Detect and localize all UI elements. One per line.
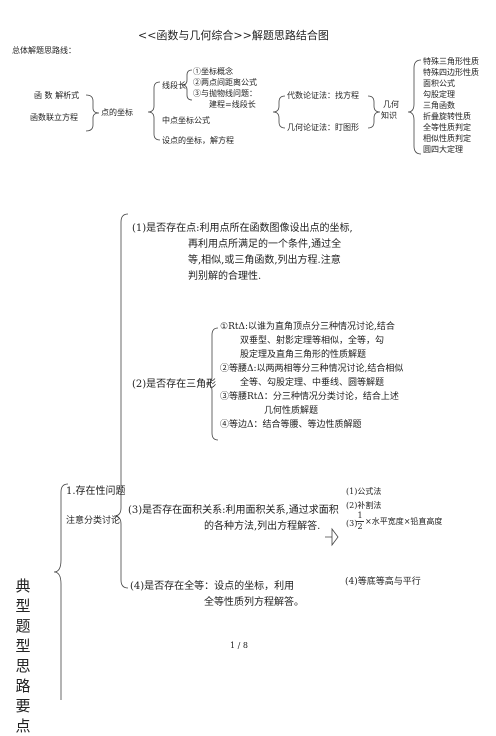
list-item: 三角函数: [423, 101, 455, 110]
triangle-case: 双垂型、射影定理等相似，全等，勾: [240, 336, 385, 346]
existence-item-4-line-1: (4)是否存在全等：设点的坐标，利用: [130, 581, 295, 592]
midpoint-formula: 中点坐标公式: [162, 116, 210, 125]
point-coordinate: 点的坐标: [101, 108, 133, 117]
left-item-function: 函 数 解析式: [34, 91, 80, 100]
method-algebra: 代数论证法：找方程: [287, 91, 359, 100]
left-item-equation: 函数联立方程: [30, 113, 78, 122]
list-item: 特殊三角形性质: [423, 57, 479, 66]
area-method-3: (3): [346, 519, 358, 528]
brace-knowledge: [367, 95, 381, 129]
existence-item-1-line-1: (1)是否存在点:利用点所在函数图像设出点的坐标,: [132, 223, 353, 234]
area-method-2: (2)补割法: [346, 501, 382, 510]
equal-note: (4)等底等高与平行: [345, 577, 421, 587]
page-subtitle: 总体解题思路线：: [12, 46, 76, 55]
existence-item-1-line-2: 再利用点所满足的一个条件,通过全: [188, 239, 342, 250]
seg-sub-2: ②两点间距离公式: [193, 78, 257, 87]
list-item: 圆四大定理: [423, 145, 463, 154]
page-number: 1 / 8: [230, 641, 248, 650]
triangle-case: 几何性质解题: [264, 406, 319, 416]
brace-point: [147, 81, 161, 141]
list-item: 全等性质判定: [423, 123, 471, 132]
existence-item-3-line-2: 的各种方法,列出方程解答.: [204, 521, 321, 532]
list-item: 特殊四边形性质: [423, 68, 479, 77]
seg-length: 线段长: [162, 81, 186, 90]
existence-item-4-line-2: 全等性质列方程解答。: [204, 597, 304, 608]
knowledge-1: 几何: [383, 100, 399, 109]
triangle-case: 全等、勾股定理、中垂线、圆等解题: [240, 378, 385, 388]
vertical-title: 典型题型思路要点: [15, 577, 31, 735]
existence-item-1-line-4: 判别解的合理性.: [188, 271, 262, 282]
triangle-case: ③等腰RtΔ：分三种情况分类讨论，结合上述: [220, 392, 399, 402]
area-method-1: (1)公式法: [346, 487, 382, 496]
list-item: 面积公式: [423, 79, 455, 88]
mindmap-lines: [53, 59, 422, 700]
page-title: <<函数与几何综合>>解题思路结合图: [138, 29, 329, 42]
brace-methods: [272, 95, 286, 129]
area-method-3-tail: ×水平宽度×铅直高度: [365, 517, 443, 526]
brace-seg: [181, 69, 193, 101]
area-frac-num: 1: [357, 511, 363, 520]
list-item: 折叠旋转性质: [423, 112, 471, 121]
triangle-case: ①RtΔ:以谁为直角顶点分三种情况讨论,结合: [220, 322, 395, 332]
triangle-case: ②等腰Δ:以两两相等分三种情况讨论,结合相似: [220, 364, 404, 374]
existence-note: 注意分类讨论: [66, 516, 121, 526]
brace-left: [85, 94, 100, 132]
seg-sub-1: ①坐标概念: [193, 67, 233, 76]
area-frac-den: 2: [357, 522, 363, 531]
brace-title: [53, 483, 69, 700]
brace-list: [407, 59, 422, 155]
coordinate-equation: 设点的坐标，解方程: [162, 136, 234, 145]
brace-triangle: [205, 327, 219, 441]
seg-sub-3: ③与抛物线问题：: [193, 89, 257, 98]
triangle-case: ④等边Δ：结合等腰、等边性质解题: [220, 420, 362, 430]
existence-item-1-line-3: 等,相似,或三角函数,列出方程.注意: [188, 255, 341, 266]
list-item: 勾股定理: [423, 90, 455, 99]
existence-title: 1.存在性问题: [66, 486, 126, 497]
triangle-case: 股定理及直角三角形的性质解题: [240, 350, 367, 360]
area-frac-bar: [356, 521, 364, 522]
seg-sub-tail: 建程=线段长: [209, 100, 256, 109]
brace-existence: [113, 213, 129, 589]
list-item: 相似性质判定: [423, 134, 471, 143]
method-geometry: 几何论证法：盯图形: [287, 123, 359, 132]
knowledge-2: 知识: [381, 111, 397, 120]
arrow-area: [325, 527, 339, 547]
existence-item-2: (2)是否存在三角形: [132, 379, 217, 390]
existence-item-3-line-1: (3)是否存在面积关系:利用面积关系,通过求面积: [128, 505, 339, 516]
